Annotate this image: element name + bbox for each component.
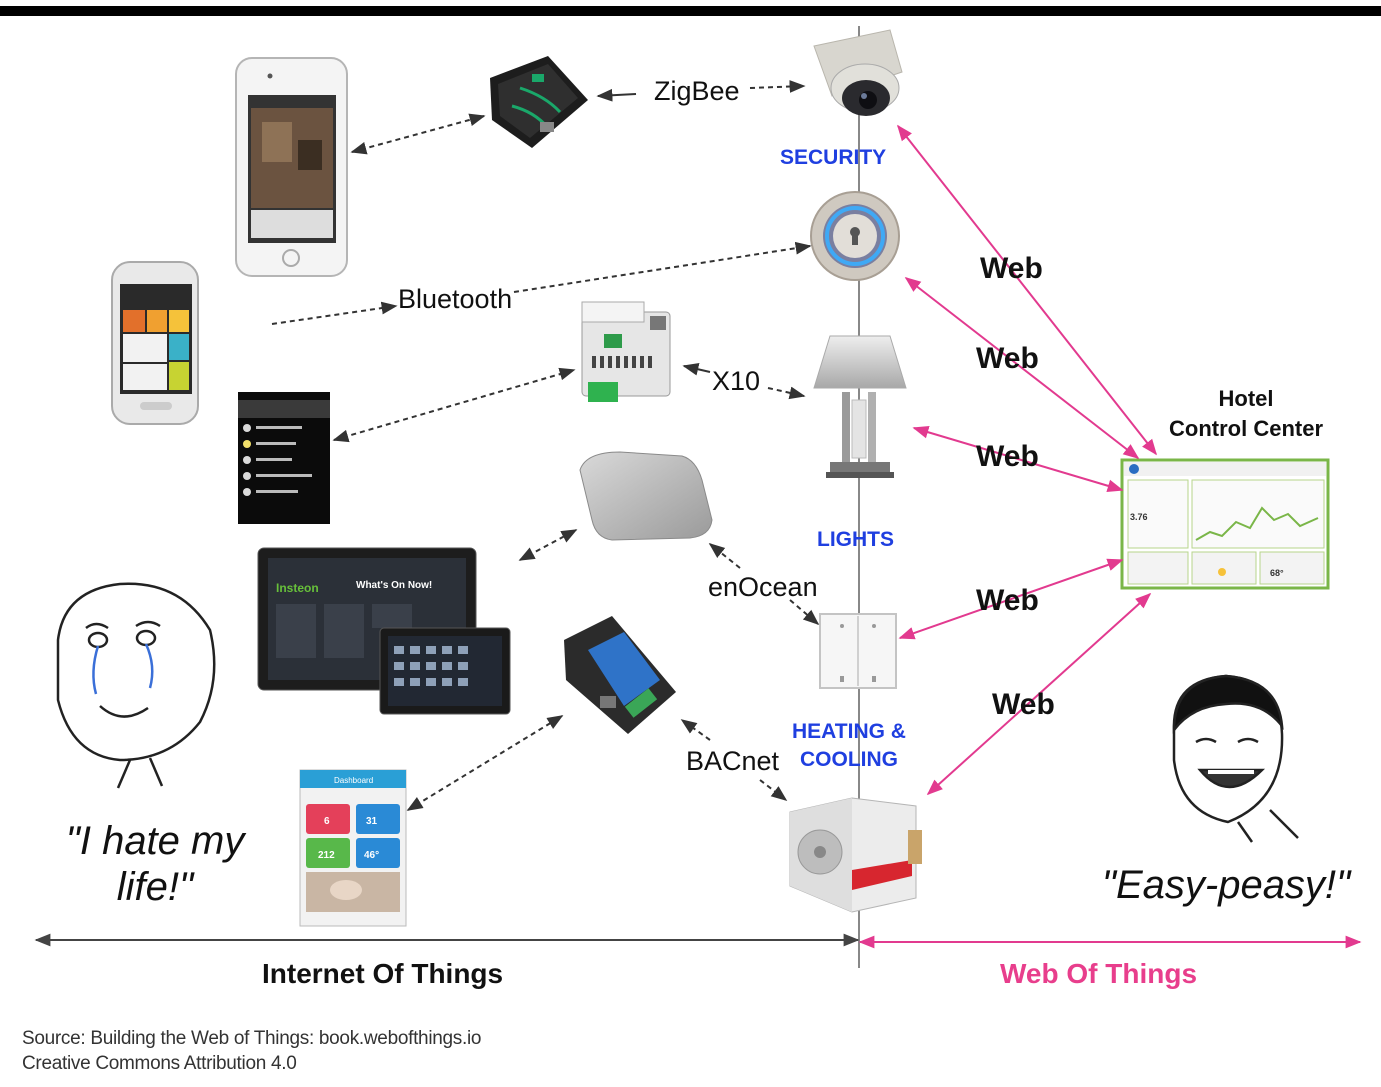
iot-label: Internet Of Things: [262, 958, 504, 989]
android-phone-image: [111, 261, 199, 425]
dashboard-value: 3.76: [1130, 512, 1148, 522]
remote-panel-image: [379, 627, 511, 715]
source-line-2: Creative Commons Attribution 4.0: [22, 1053, 297, 1074]
hotel-line-2: Control Center: [1169, 416, 1323, 441]
smart-lock-image: [810, 191, 900, 281]
laughing-face-image: [1172, 674, 1299, 843]
web-label-5: Web: [992, 688, 1055, 721]
air-conditioner-image: [789, 797, 922, 913]
right-quote: "Easy-peasy!": [1101, 863, 1351, 907]
zigbee-hub-image: [490, 56, 588, 148]
app-tile-3: 212: [318, 850, 335, 861]
zigbee-label: ZigBee: [654, 76, 740, 106]
source-credit: Source: Building the Web of Things: book…: [22, 1026, 481, 1076]
x10-label: X10: [712, 366, 761, 396]
app-tile-4: 46°: [364, 850, 379, 861]
hotel-line-1: Hotel: [1218, 386, 1274, 411]
app-header: Dashboard: [334, 776, 373, 785]
cooling-label: COOLING: [800, 748, 898, 771]
bluetooth-label: Bluetooth: [398, 284, 513, 314]
sad-face-image: [56, 582, 216, 789]
heating-label: HEATING &: [792, 720, 906, 743]
lights-label: LIGHTS: [817, 528, 894, 551]
bacnet-label: BACnet: [686, 746, 780, 776]
app-tile-2: 31: [366, 816, 378, 827]
tablet-brand: Insteon: [276, 581, 319, 595]
lamp-image: [813, 335, 907, 478]
security-label: SECURITY: [780, 146, 887, 169]
iphone-image: [235, 57, 348, 277]
left-quote-line-1: "I hate my: [65, 819, 245, 863]
web-label-4: Web: [976, 584, 1039, 617]
hotel-control-center-title: Hotel Control Center: [1156, 384, 1336, 444]
wot-label: Web Of Things: [1000, 958, 1198, 989]
light-switch-image: [819, 613, 897, 689]
left-quote: "I hate my life!": [40, 818, 270, 910]
control-center-dashboard-image: 3.76 68°: [1120, 458, 1330, 590]
android-list-screen-image: [238, 392, 330, 524]
web-label-3: Web: [976, 440, 1039, 473]
hvac-app-image: Dashboard 6 31 212 46°: [299, 769, 407, 927]
web-label-1: Web: [980, 252, 1043, 285]
source-line-1: Source: Building the Web of Things: book…: [22, 1028, 482, 1049]
enocean-gateway-image: [579, 451, 713, 541]
web-arrows: [897, 124, 1157, 796]
app-tile-1: 6: [324, 816, 330, 827]
security-camera-image: [813, 29, 903, 116]
x10-module-image: [581, 301, 671, 402]
top-bar: [0, 6, 1381, 16]
left-quote-line-2: life!": [116, 865, 194, 909]
enocean-label: enOcean: [708, 572, 818, 602]
web-label-2: Web: [976, 342, 1039, 375]
protocol-arrows: [271, 80, 820, 811]
bacnet-module-image: [564, 616, 676, 734]
tablet-header: What's On Now!: [356, 580, 432, 591]
dashboard-temp: 68°: [1270, 568, 1284, 578]
